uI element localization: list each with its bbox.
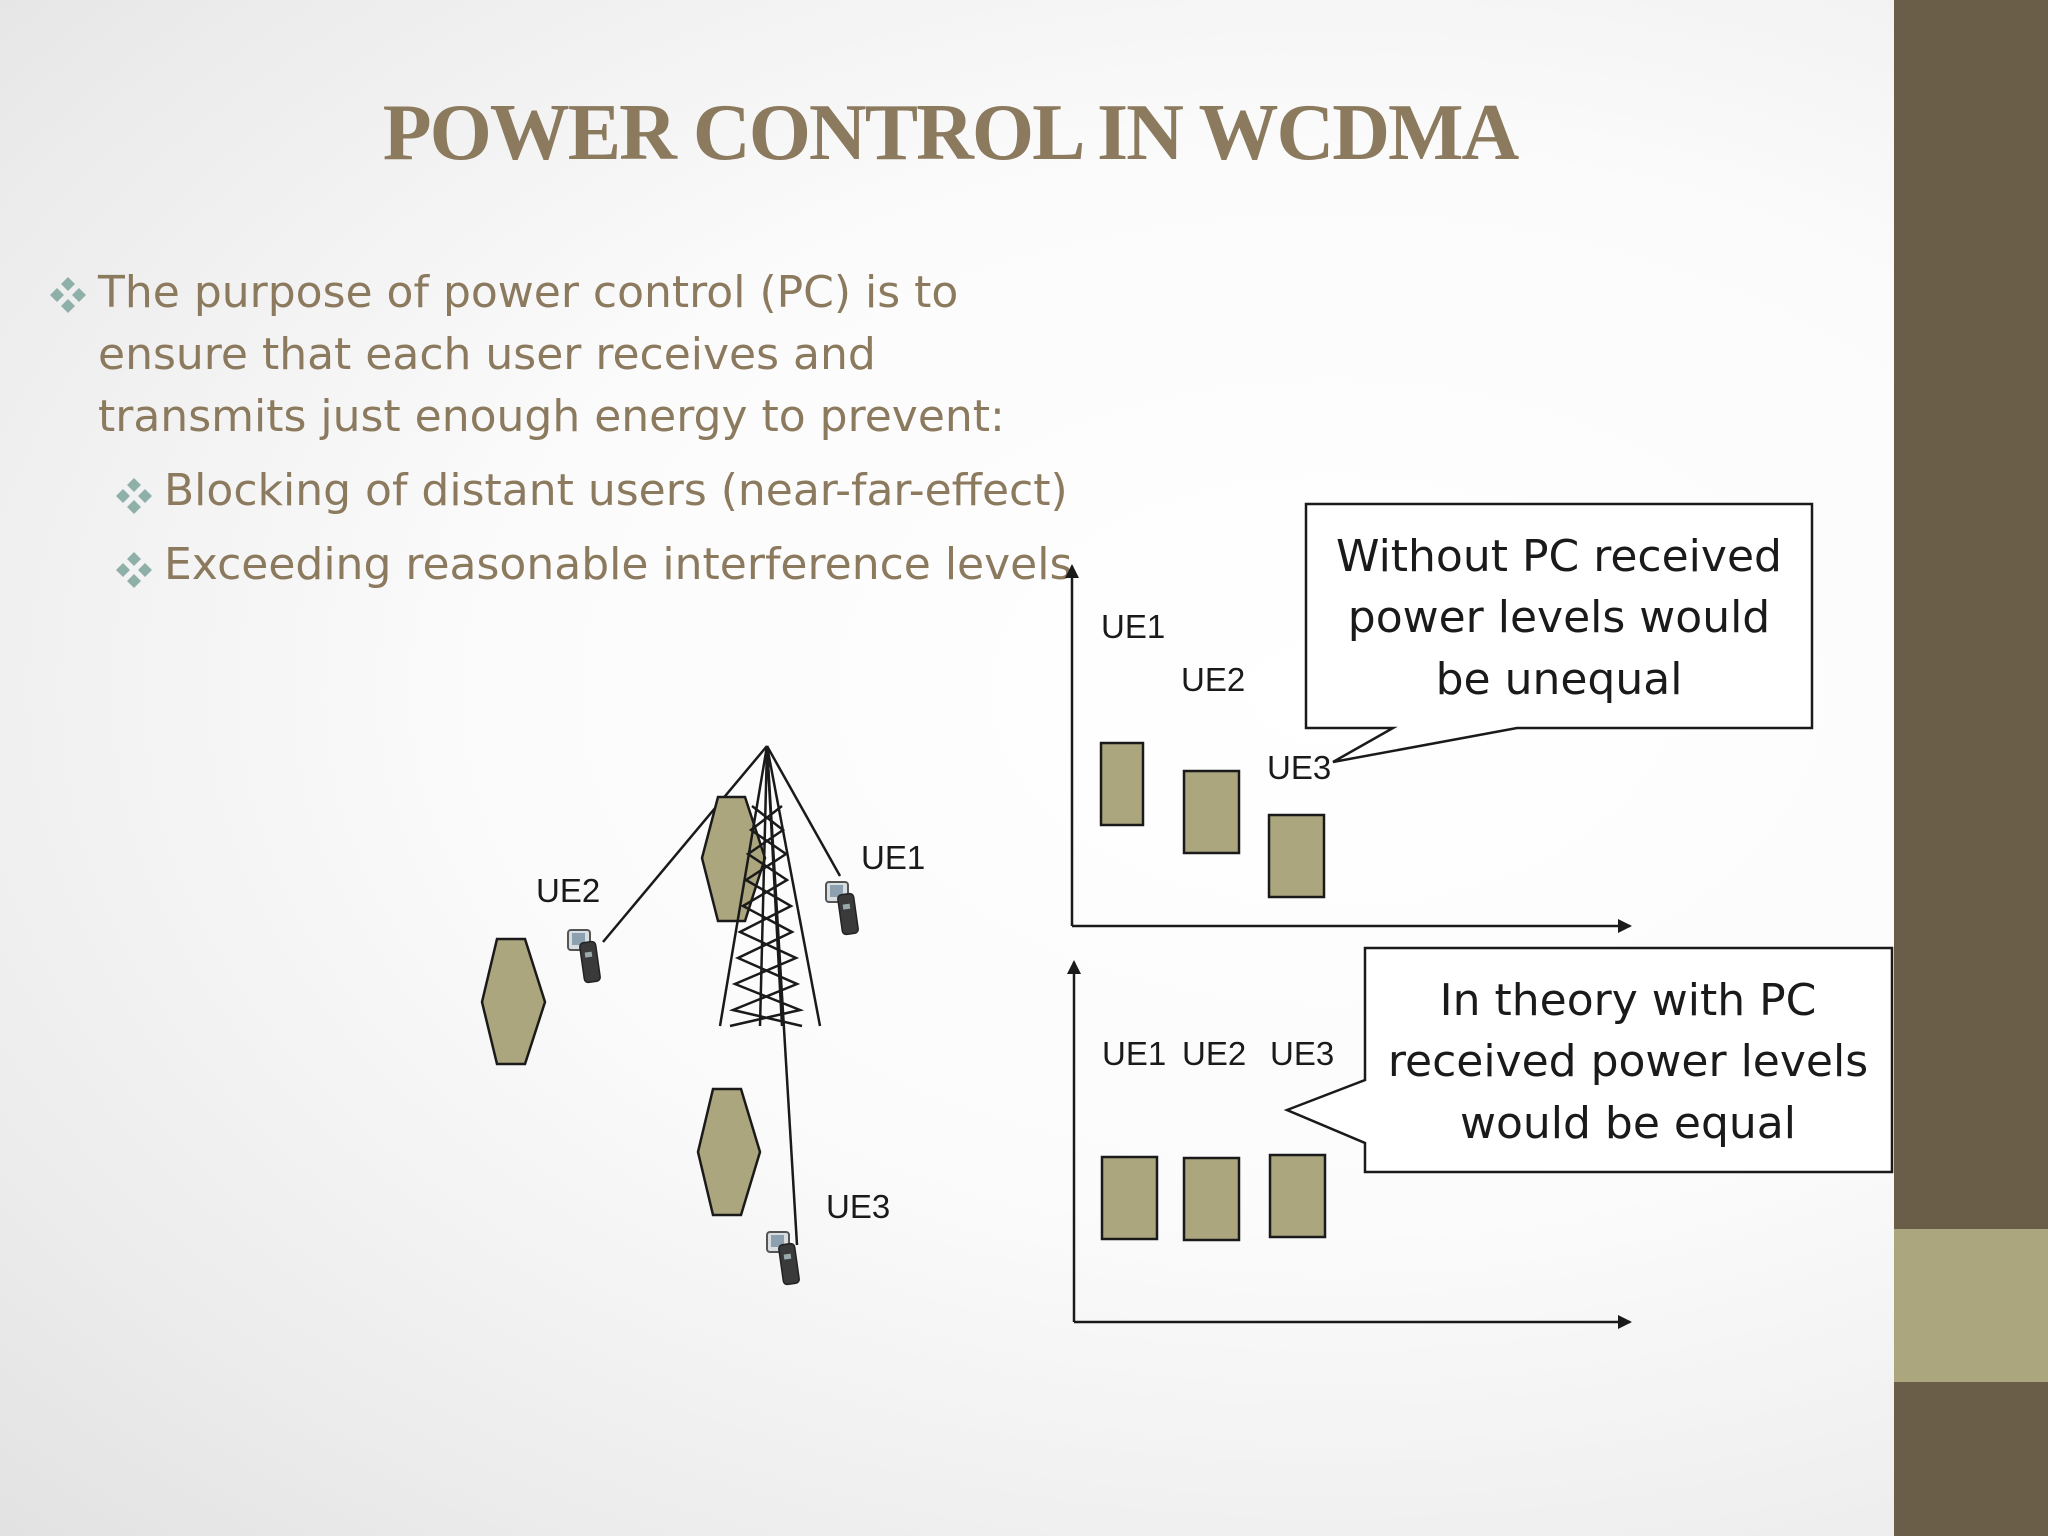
diamond-bullet-icon: [116, 478, 152, 514]
callout-1-line-1: Without PC received: [1336, 531, 1782, 582]
mobile-phone-icon: [825, 881, 860, 936]
bar-ue2: [1182, 769, 1241, 855]
tower-label-ue2: UE2: [536, 872, 600, 909]
sub-bullet-2-text: Exceeding reasonable interference levels: [164, 539, 1073, 590]
link-ue1: [765, 745, 842, 877]
bar-ue2: [1182, 1156, 1241, 1242]
bar-ue3: [1268, 1153, 1327, 1239]
chart1-label-ue1: UE1: [1101, 608, 1165, 645]
hexagon-shape: [696, 1087, 762, 1217]
chart-without-pc: UE1 UE2 UE3 Without PC received power le…: [1065, 502, 1814, 933]
bar-ue1: [1099, 741, 1145, 827]
bullet-main-text: The purpose of power control (PC) is to …: [98, 267, 1005, 442]
tower-label-ue3: UE3: [826, 1188, 890, 1225]
chart-with-pc: UE1 UE2 UE3 In theory with PC received p…: [1067, 946, 1894, 1329]
hexagon-shape: [700, 795, 767, 923]
sub-bullet-1: Blocking of distant users (near-far-effe…: [114, 460, 1068, 522]
bar-ue1: [1100, 1155, 1159, 1241]
bullet-main: The purpose of power control (PC) is to …: [48, 262, 1088, 448]
callout-2-line-2: received power levels: [1388, 1036, 1868, 1087]
chart1-label-ue3: UE3: [1267, 749, 1331, 786]
chart2-label-ue3: UE3: [1270, 1035, 1334, 1072]
diamond-bullet-icon: [116, 552, 152, 588]
callout-2-line-1: In theory with PC: [1440, 975, 1817, 1026]
sidebar-accent-block: [1894, 1229, 2048, 1382]
sub-bullet-1-text: Blocking of distant users (near-far-effe…: [164, 465, 1068, 516]
diamond-bullet-icon: [50, 277, 86, 313]
sub-bullet-2: Exceeding reasonable interference levels: [114, 534, 1072, 596]
cell-tower-scene: UE2 UE1 UE3: [480, 745, 925, 1286]
chart2-label-ue2: UE2: [1182, 1035, 1246, 1072]
tower-icon: [718, 745, 822, 1028]
callout-box: [1283, 946, 1894, 1174]
callout-1-line-3: be unequal: [1436, 654, 1683, 705]
chart2-label-ue1: UE1: [1102, 1035, 1166, 1072]
chart1-label-ue2: UE2: [1181, 661, 1245, 698]
callout-2-line-3: would be equal: [1460, 1098, 1796, 1149]
mobile-phone-icon: [567, 929, 602, 984]
link-ue2: [602, 745, 768, 943]
bar-ue3: [1267, 813, 1326, 899]
tower-label-ue1: UE1: [861, 839, 925, 876]
mobile-phone-icon: [766, 1231, 801, 1286]
hexagon-shape: [480, 937, 547, 1066]
callout-box: [1304, 502, 1814, 764]
callout-1-line-2: power levels would: [1348, 592, 1770, 643]
slide-title: POWER CONTROL IN WCDMA: [382, 89, 1520, 177]
